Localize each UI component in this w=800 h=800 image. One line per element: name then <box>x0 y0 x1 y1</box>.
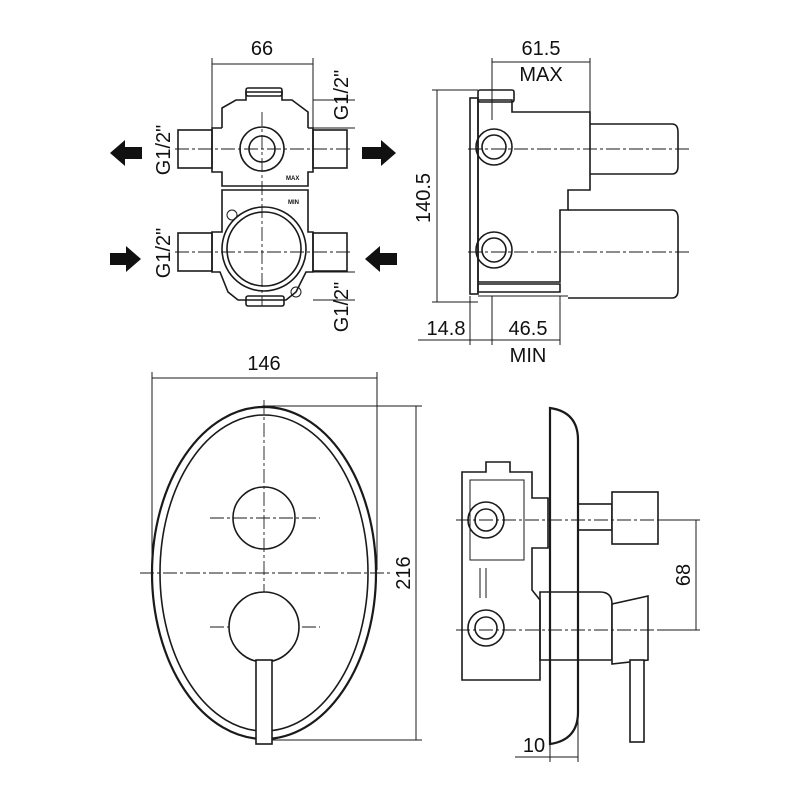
max-mark: MAX <box>286 176 299 182</box>
dim-46-5-label: 46.5 <box>509 318 548 340</box>
thread-label-right-lower: G1/2" <box>331 282 353 332</box>
valve-body-front-view: 66 MAX MIN G1/ <box>110 38 397 332</box>
dim-10-label: 10 <box>523 735 545 757</box>
thread-label-left-upper: G1/2" <box>153 125 175 175</box>
valve-body-side-view: 61.5 MAX 140.5 14.8 46.5 MIN <box>413 38 690 367</box>
max-label: MAX <box>519 64 562 86</box>
arrow-right-icon <box>362 140 396 166</box>
arrow-left-icon <box>365 246 397 272</box>
min-mark: MIN <box>288 200 299 206</box>
dim-14-8-label: 14.8 <box>427 318 466 340</box>
trim-plate-front-view: 146 216 <box>140 353 422 745</box>
dim-61-5-label: 61.5 <box>522 38 561 60</box>
dim-146-label: 146 <box>247 353 280 375</box>
dim-66-label: 66 <box>251 38 273 60</box>
min-label: MIN <box>510 345 547 367</box>
dim-68-label: 68 <box>673 564 695 586</box>
dim-140-5-label: 140.5 <box>413 173 435 223</box>
installed-side-view: 68 10 <box>456 406 700 762</box>
dim-216-label: 216 <box>393 556 415 589</box>
arrow-right-icon <box>110 246 141 272</box>
thread-label-right-upper: G1/2" <box>331 70 353 120</box>
thread-label-left-lower: G1/2" <box>153 228 175 278</box>
arrow-left-icon <box>110 140 142 166</box>
